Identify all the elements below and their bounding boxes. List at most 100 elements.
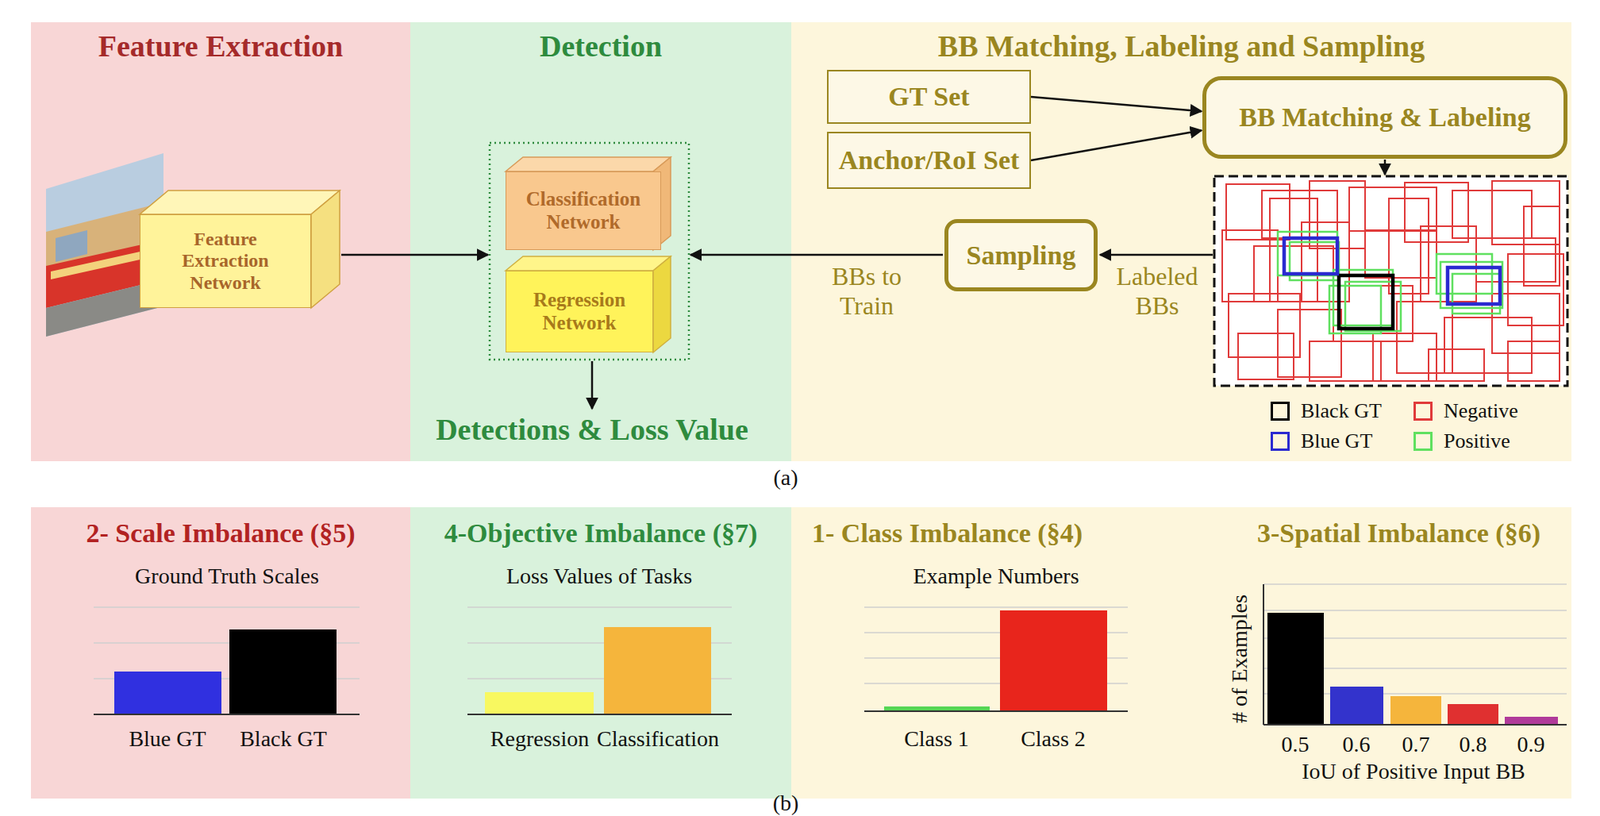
- box-3d-face: [139, 190, 340, 215]
- labeled-bb-illustration: [1373, 333, 1437, 381]
- axis-category: Regression: [490, 726, 589, 752]
- panel-heading: Detection: [410, 30, 792, 64]
- axis-category: Blue GT: [128, 726, 206, 752]
- chart-title: Loss Values of Tasks: [506, 563, 693, 589]
- labeled-bb-illustration: [1333, 269, 1393, 326]
- labeled-bb-illustration: [1214, 176, 1568, 386]
- axis-tick: 0.9: [1517, 731, 1546, 758]
- chart-gridline: [1263, 609, 1567, 612]
- box-label: BB Matching & Labeling: [1238, 101, 1531, 133]
- labeled-bb-illustration: [1277, 231, 1338, 276]
- legend-entry: Positive: [1413, 429, 1511, 454]
- labeled-bb-illustration: [1338, 275, 1393, 329]
- connector-arrow: [1030, 130, 1202, 161]
- axis-category: Class 2: [1020, 726, 1086, 752]
- labeled-bb-illustration: [1447, 267, 1500, 304]
- panel-heading: 1- Class Imbalance (§4): [791, 518, 1104, 548]
- labeled-bb-illustration: [1507, 253, 1564, 326]
- chart-axis: [93, 584, 1567, 725]
- labeled-bb-illustration: [1507, 341, 1560, 381]
- chart-axis: [1262, 584, 1265, 725]
- network-box: Feature Extraction Network: [139, 214, 312, 308]
- labeled-bb-illustration: [1444, 317, 1532, 374]
- chart-bar: [1504, 716, 1558, 725]
- detector-group-outline: [489, 142, 689, 360]
- network-box: Regression Network: [505, 270, 654, 353]
- flow-arrow: [591, 361, 594, 409]
- panel-heading: Feature Extraction: [30, 30, 411, 64]
- chart-gridline: [467, 606, 732, 608]
- subfigure-tag: (a): [773, 465, 798, 491]
- chart-title: Ground Truth Scales: [134, 563, 320, 589]
- flow-arrow: [1384, 159, 1387, 175]
- axis-category: Class 1: [903, 726, 970, 752]
- legend-swatch: [1270, 431, 1290, 451]
- chart-bar: [1330, 686, 1384, 725]
- stage-panel: BB Matching, Labeling and Sampling GT Set…: [791, 22, 1572, 462]
- legend-text: Positive: [1443, 429, 1511, 454]
- labeled-bb-illustration: [1301, 222, 1350, 302]
- panel-heading: 4-Objective Imbalance (§7): [410, 518, 792, 548]
- arrow-label: BBs to Train: [825, 261, 909, 321]
- panel-heading: BB Matching, Labeling and Sampling: [791, 30, 1572, 64]
- legend-text: Negative: [1443, 399, 1519, 424]
- chart-title: Example Numbers: [912, 563, 1079, 589]
- labeled-bb-illustration: [1388, 198, 1429, 294]
- labeled-bb-illustration: [1440, 261, 1503, 308]
- labeled-bb-illustration: [1492, 180, 1560, 245]
- chart-gridline: [93, 606, 360, 608]
- subfigure-tag: (b): [773, 790, 800, 816]
- box-3d-face: [311, 190, 340, 308]
- detector-group-outline: [489, 142, 689, 360]
- box-label: Sampling: [966, 239, 1077, 271]
- connector-arrow: [1030, 96, 1202, 112]
- labeled-bb-illustration: [1428, 349, 1485, 381]
- legend-entry: Black GT: [1270, 399, 1382, 424]
- street-photo: [46, 153, 164, 337]
- process-box: Sampling: [944, 219, 1098, 292]
- labeled-bb-illustration: [1214, 176, 1568, 386]
- box-label: Classification Network: [515, 188, 651, 235]
- box-label: Feature Extraction Network: [165, 228, 285, 295]
- stage-panel: Feature ExtractionFeature Extraction Net…: [30, 22, 411, 462]
- box-3d-face: [505, 256, 671, 271]
- panel-ground: [410, 22, 792, 462]
- axis-title: # of Examples: [1226, 594, 1253, 724]
- axis-category: Black GT: [239, 726, 327, 752]
- chart-bar: [114, 671, 222, 715]
- legend-text: Black GT: [1300, 399, 1382, 424]
- labeled-bb-illustration: [1228, 293, 1300, 358]
- chart-bar: [603, 626, 712, 715]
- box-label: GT Set: [888, 80, 970, 112]
- box-label: Anchor/RoI Set: [838, 144, 1020, 176]
- imbalance-panel: 2- Scale Imbalance (§5): [30, 507, 411, 799]
- stage-panel: DetectionClassification NetworkRegressio…: [410, 22, 792, 462]
- panel-ground: [30, 507, 411, 799]
- flow-arrow: [341, 253, 489, 257]
- chart-bar: [114, 610, 1558, 725]
- axis-tick: 0.5: [1281, 731, 1310, 758]
- labeled-bb-illustration: [1476, 238, 1556, 282]
- output-label: Detections & Loss Value: [435, 412, 749, 448]
- legend-entry: Blue GT: [1270, 429, 1373, 454]
- legend-swatch: [1413, 431, 1433, 451]
- legend-text: Blue GT: [1300, 429, 1373, 454]
- box-3d-face: [505, 157, 671, 172]
- box-3d-face: [653, 157, 671, 250]
- box-3d-face: [139, 157, 671, 353]
- imbalance-panel: 3-Spatial Imbalance (§6): [1226, 507, 1572, 799]
- flow-arrow: [690, 253, 943, 257]
- labeled-bb-illustration: [1436, 253, 1493, 294]
- chart-gridline: [1263, 583, 1567, 585]
- panel-heading: 3-Spatial Imbalance (§6): [1226, 518, 1572, 548]
- chart-bar: [1000, 610, 1108, 712]
- labeled-bb-illustration: [1222, 180, 1564, 381]
- axis-category: Classification: [596, 726, 720, 752]
- legend-swatch: [1413, 401, 1433, 421]
- panel-ground: [410, 507, 792, 799]
